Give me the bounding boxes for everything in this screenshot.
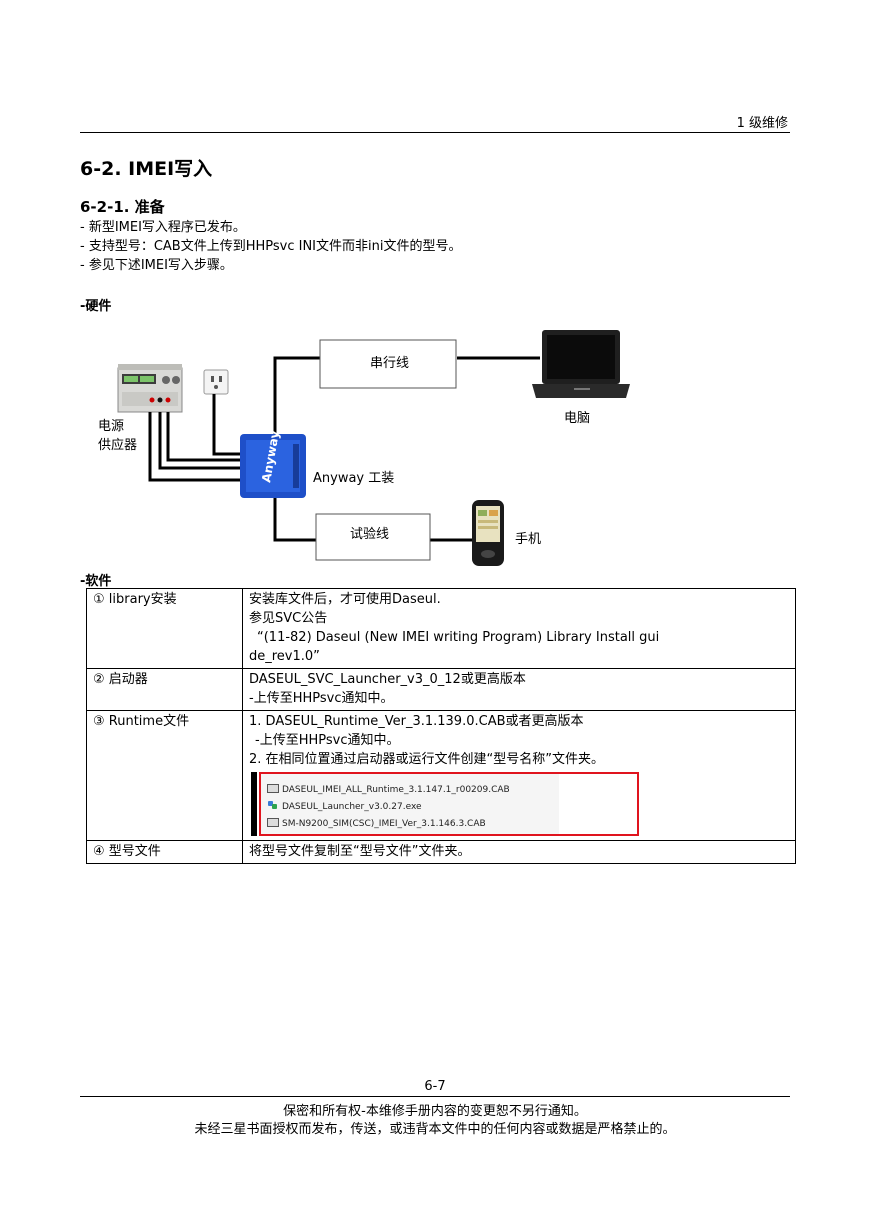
header-section-label: 1 级维修 <box>736 116 788 131</box>
detail-line: 安装库文件后，才可使用Daseul. <box>249 592 441 607</box>
detail-line: -上传至HHPsvc通知中。 <box>249 691 394 706</box>
row-item: ③ Runtime文件 <box>86 710 243 841</box>
table-row: ④ 型号文件 将型号文件复制至“型号文件”文件夹。 <box>86 840 796 864</box>
detail-line: “(11-82) Daseul (New IMEI writing Progra… <box>257 630 660 645</box>
cab-file-icon <box>267 784 279 793</box>
pc-label: 电脑 <box>564 411 591 426</box>
table-row: ① library安装 安装库文件后，才可使用Daseul. 参见SVC公告 “… <box>86 588 796 669</box>
row-detail: 安装库文件后，才可使用Daseul. 参见SVC公告 “(11-82) Dase… <box>242 588 796 669</box>
phone-label: 手机 <box>515 532 542 547</box>
subsection-title: 6-2-1. 准备 <box>80 198 165 216</box>
serial-cable-label: 串行线 <box>370 356 410 371</box>
anyway-jig-image: Anyway <box>240 429 306 498</box>
file-list-screenshot: DASEUL_IMEI_ALL_Runtime_3.1.147.1_r00209… <box>249 772 639 838</box>
row-item: ① library安装 <box>86 588 243 669</box>
cab-file-icon <box>267 818 279 827</box>
row-item: ② 启动器 <box>86 668 243 711</box>
power-supply-label-2: 供应器 <box>98 438 138 453</box>
file-item: SM-N9200_SIM(CSC)_IMEI_Ver_3.1.146.3.CAB <box>267 815 486 834</box>
jig-label: Anyway 工装 <box>313 471 395 486</box>
page-number: 6-7 <box>424 1079 446 1094</box>
software-label: -软件 <box>80 574 112 589</box>
detail-line: 1. DASEUL_Runtime_Ver_3.1.139.0.CAB或者更高版… <box>249 714 584 729</box>
detail-line: 参见SVC公告 <box>249 611 328 626</box>
phone-image <box>472 500 504 566</box>
section-title: 6-2. IMEI写入 <box>80 158 213 180</box>
row-detail: DASEUL_SVC_Launcher_v3_0_12或更高版本 -上传至HHP… <box>242 668 796 711</box>
table-row: ② 启动器 DASEUL_SVC_Launcher_v3_0_12或更高版本 -… <box>86 668 796 711</box>
row-detail: 将型号文件复制至“型号文件”文件夹。 <box>242 840 796 864</box>
detail-line: DASEUL_SVC_Launcher_v3_0_12或更高版本 <box>249 672 526 687</box>
bullet-3: - 参见下述IMEI写入步骤。 <box>80 258 233 273</box>
row-detail: 1. DASEUL_Runtime_Ver_3.1.139.0.CAB或者更高版… <box>242 710 796 841</box>
detail-line: 将型号文件复制至“型号文件”文件夹。 <box>249 844 471 859</box>
software-table: ① library安装 安装库文件后，才可使用Daseul. 参见SVC公告 “… <box>86 588 796 864</box>
file-item: DASEUL_Launcher_v3.0.27.exe <box>267 798 422 817</box>
hardware-diagram: Anyway <box>117 330 630 566</box>
detail-line: 2. 在相同位置通过启动器或运行文件创建“型号名称”文件夹。 <box>249 752 605 767</box>
footer-line-1: 保密和所有权-本维修手册内容的变更恕不另行通知。 <box>283 1104 587 1119</box>
detail-line: -上传至HHPsvc通知中。 <box>255 733 400 748</box>
footer-line-2: 未经三星书面授权而发布，传送，或违背本文件中的任何内容或数据是严格禁止的。 <box>194 1122 676 1137</box>
header-rule <box>80 132 790 133</box>
detail-line: de_rev1.0” <box>249 649 320 664</box>
bullet-2: - 支持型号：CAB文件上传到HHPsvc INI文件而非ini文件的型号。 <box>80 239 462 254</box>
bullet-1: - 新型IMEI写入程序已发布。 <box>80 220 246 235</box>
footer-rule <box>80 1096 790 1097</box>
file-item: DASEUL_IMEI_ALL_Runtime_3.1.147.1_r00209… <box>267 781 510 800</box>
row-item: ④ 型号文件 <box>86 840 243 864</box>
laptop-image <box>532 330 630 398</box>
wall-outlet-image <box>203 369 229 395</box>
exe-file-icon <box>267 799 279 810</box>
test-cable-label: 试验线 <box>350 527 390 542</box>
table-row: ③ Runtime文件 1. DASEUL_Runtime_Ver_3.1.13… <box>86 710 796 841</box>
power-supply-label-1: 电源 <box>98 419 125 434</box>
power-supply-image <box>117 364 183 413</box>
highlight-frame <box>259 772 639 836</box>
hardware-label: -硬件 <box>80 299 112 314</box>
